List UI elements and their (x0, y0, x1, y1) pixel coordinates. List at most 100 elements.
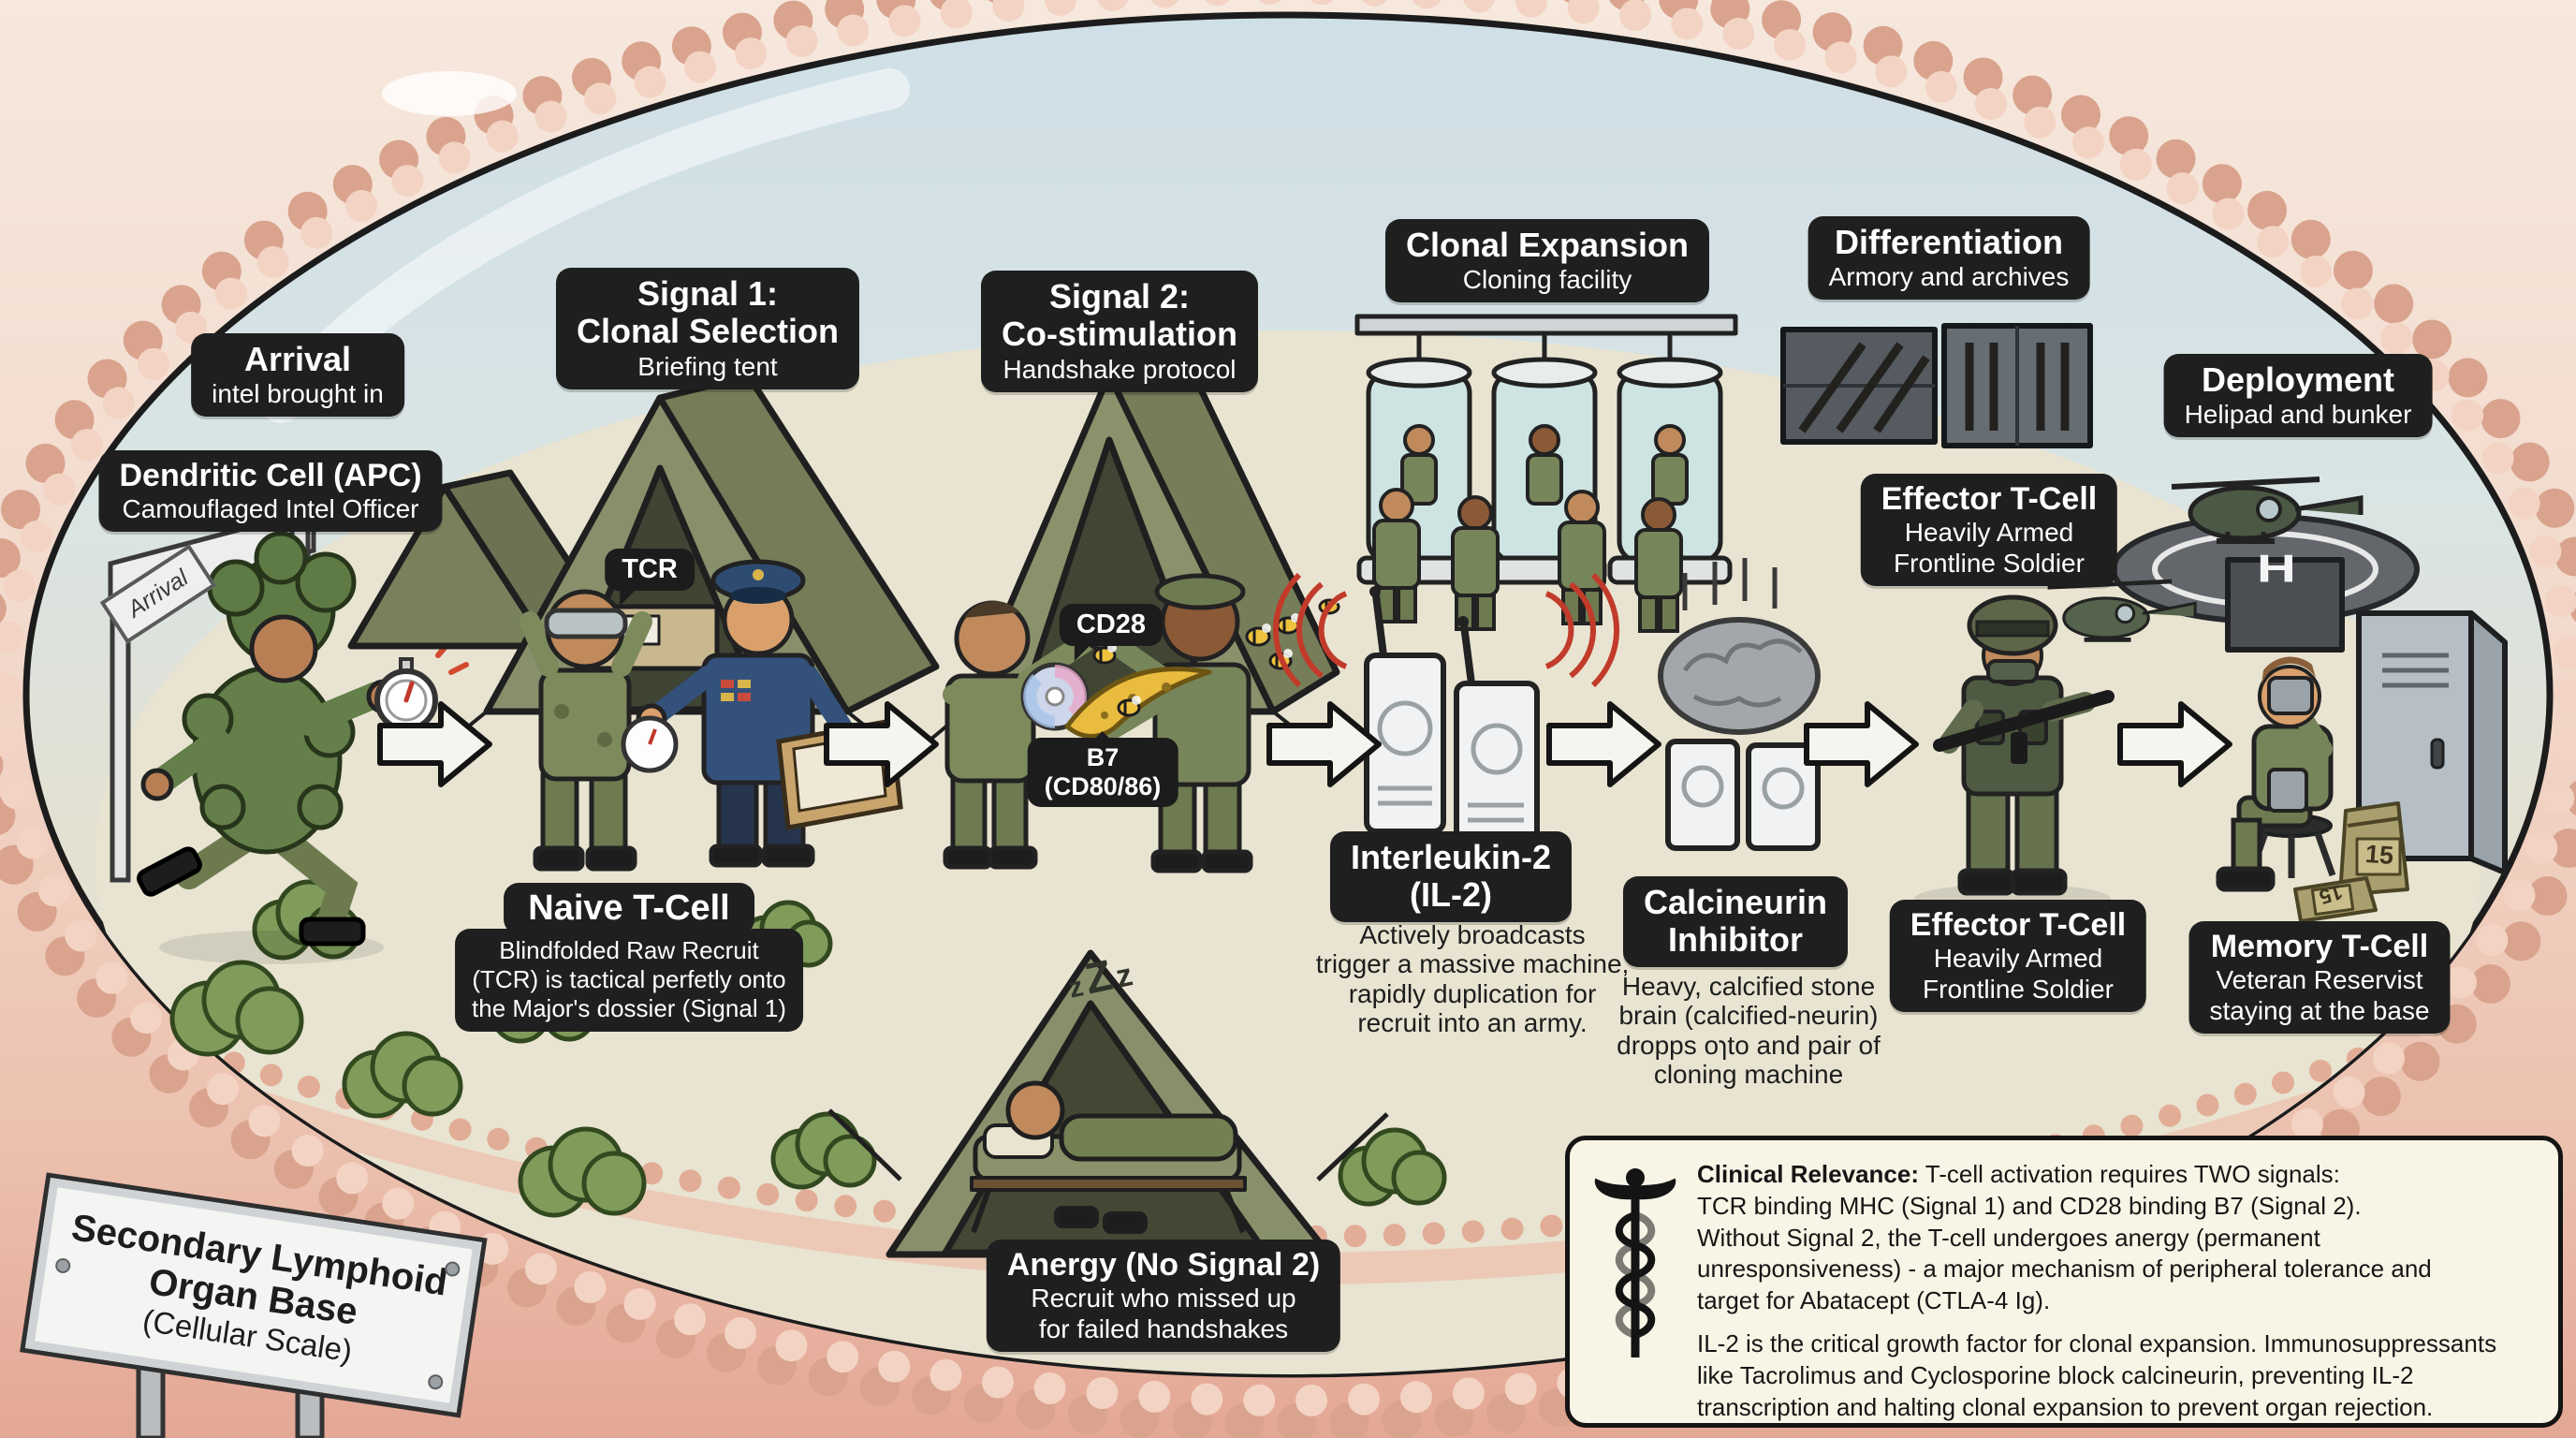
clinical-relevance-box: Clinical Relevance: T-cell activation re… (1565, 1136, 2563, 1428)
deployment-subtitle: Helipad and bunker (2184, 400, 2412, 430)
clone-soldiers (1372, 488, 1683, 633)
naive-desc-line1: Blindfolded Raw Recruit (499, 936, 759, 964)
arrow-right-icon (1266, 701, 1382, 787)
naive-title: Naive T-Cell (504, 883, 754, 934)
signal1-line2: Clonal Selection (576, 312, 840, 351)
naive-tcell-recruit (520, 589, 652, 872)
clinical-text: Clinical Relevance: T-cell activation re… (1678, 1159, 2536, 1423)
canteen-icon (2267, 676, 2314, 715)
b7-bubble-line2: (CD80/86) (1044, 772, 1162, 800)
effector-lower-line2: Heavily Armed (1933, 944, 2103, 974)
clone-soldier (1451, 495, 1500, 631)
memory-title: Memory T-Cell (2210, 929, 2429, 964)
clonal-expansion-title: Clonal Expansion (1405, 226, 1690, 264)
clinical-paragraph-2: IL-2 is the critical growth factor for c… (1697, 1328, 2497, 1421)
signal2-subtitle: Handshake protocol (1003, 354, 1237, 384)
signal2-line2: Co-stimulation (1002, 315, 1237, 354)
dendritic-title: Dendritic Cell (APC) (119, 458, 422, 493)
handshake-soldiers (943, 573, 1253, 873)
memory-line3: staying at the base (2209, 996, 2430, 1026)
naive-desc-line3: the Major's dossier (Signal 1) (472, 994, 786, 1023)
arrival-subtitle: intel brought in (212, 379, 384, 409)
bush (169, 960, 304, 1057)
arrow-right-icon (824, 701, 939, 787)
bee-icon (1117, 696, 1141, 717)
effector-upper-line2: Heavily Armed (1904, 518, 2074, 548)
bee-icon (1092, 643, 1117, 665)
sleep-z: Z (1080, 949, 1117, 1004)
cd28-bubble: CD28 (1059, 604, 1164, 661)
anergy-tent (827, 949, 1389, 1258)
caduceus-icon (1594, 1168, 1676, 1357)
calcineurin-desc-line1: Heavy, calcified stone (1621, 972, 1876, 1001)
arrow-right-icon (2117, 701, 2232, 787)
arrow-right-icon (1804, 701, 1919, 787)
arrow-right-icon (1546, 701, 1661, 787)
memory-line2: Veteran Reservist (2216, 965, 2423, 995)
clinical-heading: Clinical Relevance: (1697, 1160, 1919, 1188)
calcineurin-description: Heavy, calcified stone brain (calcified-… (1617, 972, 1881, 1089)
signal1-line1: Signal 1: (637, 274, 779, 313)
clinical-paragraph-1: Clinical Relevance: T-cell activation re… (1697, 1159, 2536, 1317)
arrow-right-icon (377, 701, 492, 787)
calcineurin-scene (1658, 558, 1821, 851)
armory-cabinets (1780, 323, 2093, 448)
anergy-label: Anergy (No Signal 2) Recruit who missed … (986, 1240, 1341, 1353)
arrival-label: Arrival intel brought in (191, 333, 404, 418)
signal2-line1: Signal 2: (1048, 277, 1191, 315)
differentiation-subtitle: Armory and archives (1828, 262, 2070, 292)
effector-lower-line3: Frontline Soldier (1923, 975, 2114, 1005)
memory-tcell-label: Memory T-Cell Veteran Reservist staying … (2188, 921, 2451, 1034)
helipad-letter: H (2257, 547, 2296, 591)
clone-soldier (1372, 488, 1421, 624)
tcr-bubble: TCR (605, 549, 695, 606)
b7-bubble: B7 (CD80/86) (1027, 731, 1178, 807)
rifle-icon (1933, 690, 2115, 752)
ration-tag: 15 (2364, 839, 2395, 871)
clonal-expansion-subtitle: Cloning facility (1462, 265, 1632, 295)
effector-tcell-upper-label: Effector T-Cell Heavily Armed Frontline … (1860, 474, 2118, 587)
calcineurin-desc-line4: cloning machine (1653, 1060, 1844, 1090)
anergy-line3: for failed handshakes (1038, 1314, 1289, 1344)
flow-arrows (377, 701, 2232, 787)
il2-desc-line2: trigger a massive machine, (1315, 949, 1630, 979)
differentiation-title: Differentiation (1834, 223, 2064, 261)
signal1-subtitle: Briefing tent (637, 351, 778, 381)
ration-bags (2293, 801, 2409, 923)
naive-desc-line2: (TCR) is tactical perfetly onto (472, 965, 786, 994)
calcineurin-desc-line3: dropps oɿto and pair of (1617, 1030, 1881, 1060)
falling-lines (1682, 558, 1778, 610)
bush (342, 1031, 463, 1119)
il2-description: Actively broadcasts trigger a massive ma… (1316, 920, 1630, 1037)
effector-tcell-lower-label: Effector T-Cell Heavily Armed Frontline … (1889, 900, 2147, 1013)
il2-desc-line3: rapidly duplication for (1348, 978, 1597, 1008)
dendritic-cell-label: Dendritic Cell (APC) Camouflaged Intel O… (98, 450, 443, 533)
bee-icon (1245, 624, 1271, 647)
il2-label: Interleukin-2 (IL-2) (1329, 831, 1573, 922)
deployment-label: Deployment Helipad and bunker (2163, 354, 2433, 438)
signal1-label: Signal 1: Clonal Selection Briefing tent (555, 268, 860, 389)
helicopter-icon (2171, 477, 2364, 544)
sleeping-recruit (1005, 1080, 1065, 1140)
calcineurin-desc-line2: brain (calcified-neurin) (1618, 1001, 1879, 1031)
signal2-label: Signal 2: Co-stimulation Handshake proto… (981, 271, 1258, 392)
anergy-line2: Recruit who missed up (1031, 1284, 1296, 1313)
arrival-title: Arrival (243, 340, 352, 378)
memory-corner (2225, 557, 2508, 878)
calcineurin-line2: Inhibitor (1668, 920, 1803, 960)
bush (518, 1126, 647, 1218)
il2-line2: (IL-2) (1410, 875, 1492, 915)
clinical-para1-body: T-cell activation requires TWO signals: … (1697, 1160, 2432, 1315)
memory-tcell-veteran (2216, 656, 2334, 892)
radio-waves (1272, 572, 1620, 688)
clone-soldier (1634, 497, 1683, 633)
dendritic-subtitle: Camouflaged Intel Officer (122, 494, 419, 524)
il2-radios (1272, 572, 1620, 851)
bush (1338, 1127, 1447, 1207)
effector-soldier (1914, 594, 2115, 914)
anergy-title: Anergy (No Signal 2) (1006, 1247, 1321, 1283)
deployment-title: Deployment (2201, 360, 2395, 399)
clone-soldier (1558, 490, 1606, 625)
tcr-bubble-text: TCR (622, 554, 678, 584)
effector-upper-line3: Frontline Soldier (1894, 549, 2085, 579)
